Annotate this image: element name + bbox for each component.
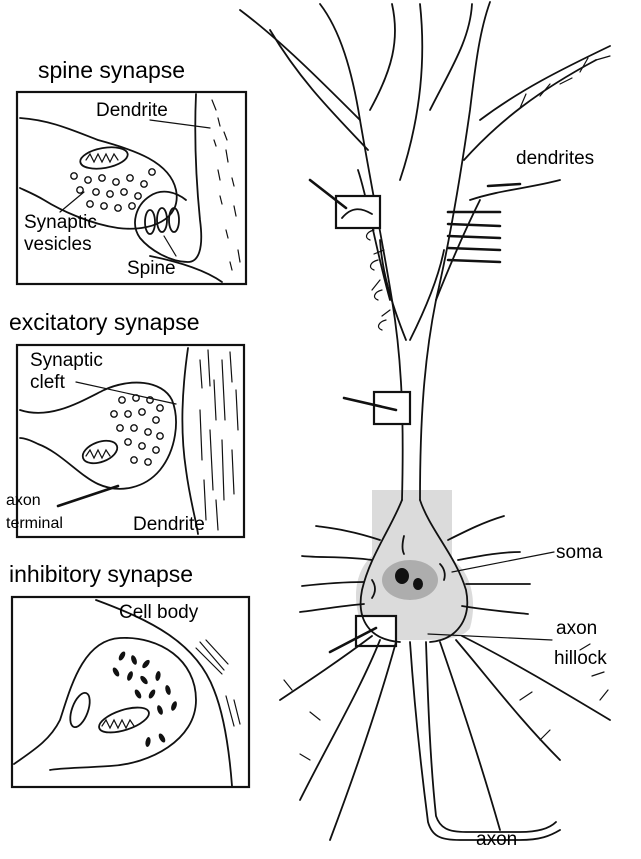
axon-hillock-label-line1: axon (556, 618, 597, 639)
dendrite-side-input (488, 184, 520, 186)
inhibitory-synapse-title: inhibitory synapse (9, 561, 193, 587)
excitatory-synapse-panel: excitatory synapse Synaptic cleft axon t… (6, 309, 244, 537)
axon-hillock-label-line2: hillock (554, 648, 607, 669)
excitatory-synapse-title: excitatory synapse (9, 309, 199, 335)
spine-spine-label: Spine (127, 258, 176, 279)
axon-label: axon (476, 829, 517, 850)
inhibitory-synapse-panel: inhibitory synapse Ce (9, 561, 249, 787)
spine-vesicles-label-line1: Synaptic (24, 212, 97, 233)
spine-synapse-title: spine synapse (38, 57, 185, 83)
excitatory-axon-terminal-label-line1: axon (6, 492, 41, 509)
spine-synapse-panel: spine synapse Dendrite S (17, 57, 246, 284)
inhibitory-synapse-location-box (356, 616, 396, 646)
nucleolus-2 (413, 578, 423, 590)
excitatory-dendrite-label: Dendrite (133, 514, 205, 535)
axon-right-edge (426, 642, 556, 832)
neuron: dendrites soma axon hillock axon (240, 2, 610, 850)
spine-dendrite-label: Dendrite (96, 100, 168, 121)
axon-left-edge (410, 642, 560, 840)
spine-synapse-location-box (336, 196, 380, 228)
inhibitory-cell-body-label: Cell body (119, 602, 199, 623)
soma-leader (452, 552, 554, 572)
excitatory-axon-terminal-label-line2: terminal (6, 515, 63, 532)
dendrites-label: dendrites (516, 148, 594, 169)
spine-vesicles-label-line2: vesicles (24, 234, 92, 255)
soma-label: soma (556, 542, 603, 563)
apical-dendrite-branches (240, 4, 610, 340)
excitatory-cleft-label-line1: Synaptic (30, 350, 103, 371)
excitatory-cleft-label-line2: cleft (30, 372, 66, 393)
apical-trunk-left (320, 4, 403, 500)
inhibitory-synapse-frame (12, 597, 249, 787)
apical-trunk-right (420, 2, 490, 500)
nucleus-shading (382, 560, 438, 600)
nucleolus-1 (395, 568, 409, 584)
spine-location-axon (310, 180, 346, 208)
